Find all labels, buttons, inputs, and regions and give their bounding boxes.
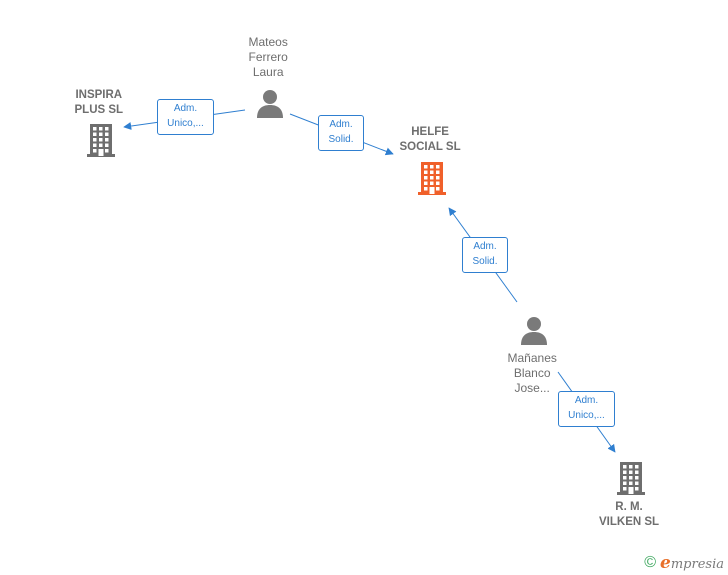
edge-role-label[interactable]: Adm. Unico,... [157, 99, 214, 135]
edge-role-label[interactable]: Adm. Unico,... [558, 391, 615, 427]
edge-role-line: Adm. [473, 241, 497, 252]
node-label-line: Jose... [514, 381, 550, 395]
node-label-line: VILKEN SL [599, 516, 660, 528]
edge-role-line: Solid. [472, 256, 498, 267]
node-label-line: R. M. [615, 501, 643, 513]
edge-role-line: Unico,... [568, 410, 605, 421]
node-label-inspira[interactable]: INSPIRA PLUS SL [75, 88, 124, 118]
edge-role-line: Unico,... [167, 118, 204, 129]
edge-role-line: Solid. [328, 134, 354, 145]
edge-role-line: Adm. [329, 119, 353, 130]
node-label-line: INSPIRA [75, 89, 123, 101]
building-icon[interactable] [86, 122, 116, 163]
person-icon[interactable] [520, 316, 548, 351]
edge-role-line: Adm. [173, 103, 198, 114]
brand-initial: e [660, 553, 671, 573]
node-label-line: PLUS SL [74, 104, 124, 116]
node-label-line: Mateos [248, 35, 288, 49]
person-icon[interactable] [256, 89, 284, 124]
node-label-line: Mañanes [507, 351, 557, 365]
copyright-icon: © [644, 554, 657, 571]
edge-role-label[interactable]: Adm. Solid. [318, 115, 364, 151]
node-label-rmvilken[interactable]: R. M. VILKEN SL [599, 500, 659, 530]
edge-role-label[interactable]: Adm. Solid. [462, 237, 508, 273]
brand-rest: mpresia [670, 557, 724, 572]
building-icon[interactable] [616, 460, 646, 501]
node-label-line: Ferrero [248, 50, 288, 64]
node-label-helfe[interactable]: HELFE SOCIAL SL [400, 125, 461, 155]
node-label-line: Laura [252, 65, 284, 79]
node-label-line: SOCIAL SL [399, 141, 461, 153]
node-label-line: HELFE [411, 126, 449, 138]
footer-brand: © empresia [644, 553, 724, 573]
brand-logo: empresia [660, 553, 724, 573]
edge-role-line: Adm. [574, 395, 599, 406]
building-icon[interactable] [417, 160, 447, 201]
node-label-line: Blanco [513, 366, 551, 380]
